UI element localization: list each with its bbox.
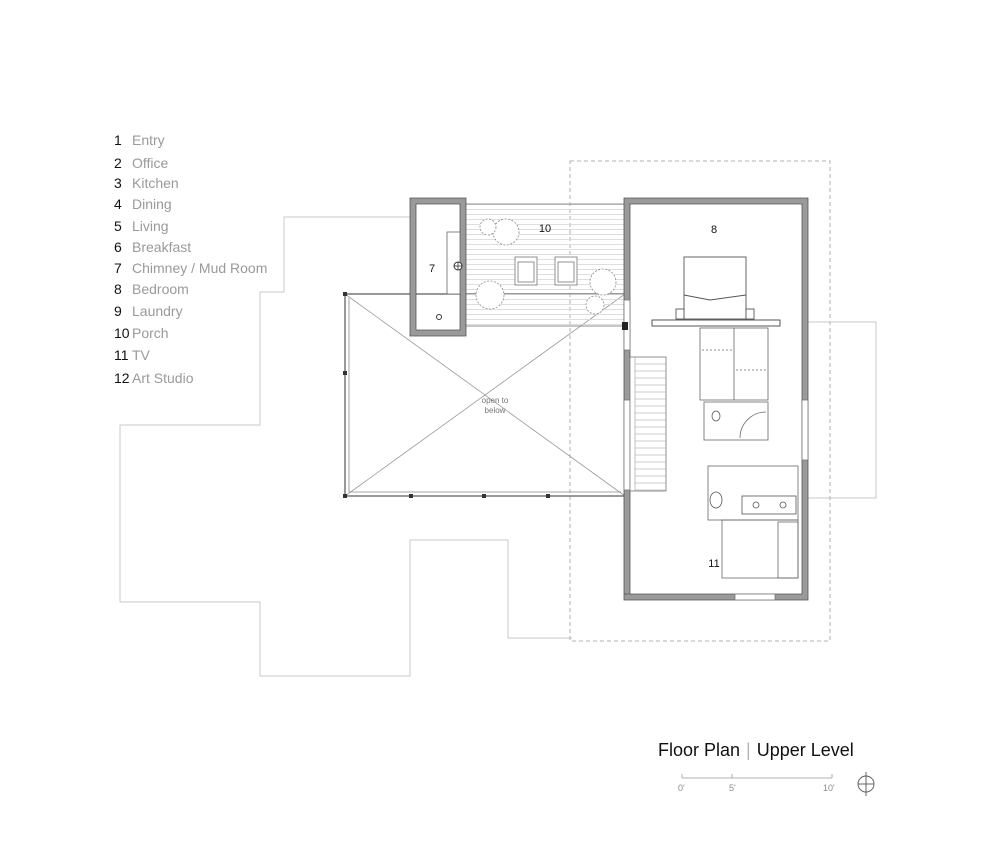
lower-level-outline [119, 216, 572, 677]
title-sub: Upper Level [756, 740, 854, 760]
open-diagonal [344, 293, 626, 497]
scale-label-0: 0' [678, 783, 685, 793]
room-label-7: 7 [429, 263, 435, 275]
room-label-8: 8 [711, 224, 717, 236]
stair [629, 356, 667, 492]
open-to-below-note: below [485, 406, 506, 415]
scale-label-5: 5' [729, 783, 736, 793]
porch-chairs [514, 256, 578, 286]
structural-posts [343, 292, 550, 498]
lower-level-outline-right [806, 321, 877, 499]
roof-overhang-dashed [569, 160, 831, 642]
sinks [709, 410, 797, 515]
stair-treads [635, 363, 666, 491]
room-label-10: 10 [539, 223, 551, 235]
room-label-11: 11 [708, 558, 719, 570]
scale-bar [681, 774, 833, 779]
closet-shelf [651, 319, 781, 327]
scale-label-10: 10' [823, 783, 835, 793]
wall-post [622, 322, 628, 330]
title-separator: | [746, 740, 751, 760]
chimney-walls [409, 197, 467, 337]
drain-icon [436, 314, 442, 320]
bed [675, 256, 755, 320]
north-arrow-icon [857, 772, 875, 796]
porch-plants [475, 218, 617, 315]
title-main: Floor Plan [658, 740, 741, 760]
drawing-title: Floor Plan|Upper Level [658, 740, 854, 761]
right-wing-walls [623, 197, 809, 601]
closet-core [699, 327, 769, 401]
bathroom [703, 401, 799, 579]
open-to-below-note: open to [482, 396, 509, 405]
